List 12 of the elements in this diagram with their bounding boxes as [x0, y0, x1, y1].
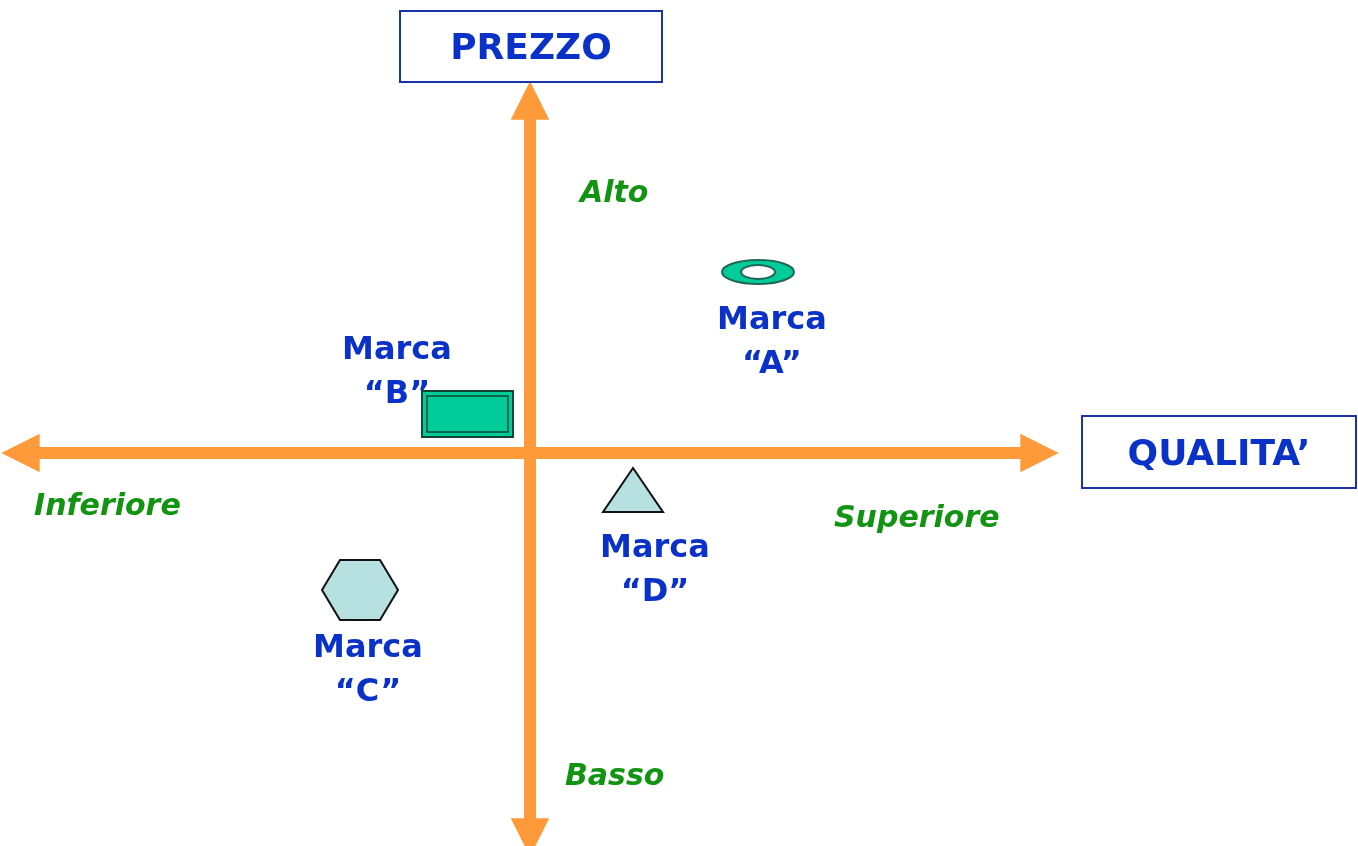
brand-label: Marca “C”	[312, 626, 424, 711]
axis-end-label: Superiore	[834, 499, 1000, 534]
axis-title: PREZZO	[450, 26, 612, 67]
axis-title-box	[399, 10, 663, 83]
axis-title-box	[1081, 415, 1357, 489]
brand-label: Marca “A”	[716, 298, 828, 383]
axis-end-label: Basso	[565, 757, 665, 792]
brand-label: Marca “B”	[341, 328, 453, 413]
axis-end-label: Alto	[580, 174, 649, 209]
brand-label: Marca “D”	[599, 526, 711, 611]
axis-title: QUALITA’	[1127, 431, 1311, 473]
axis-end-label: Inferiore	[34, 487, 181, 522]
